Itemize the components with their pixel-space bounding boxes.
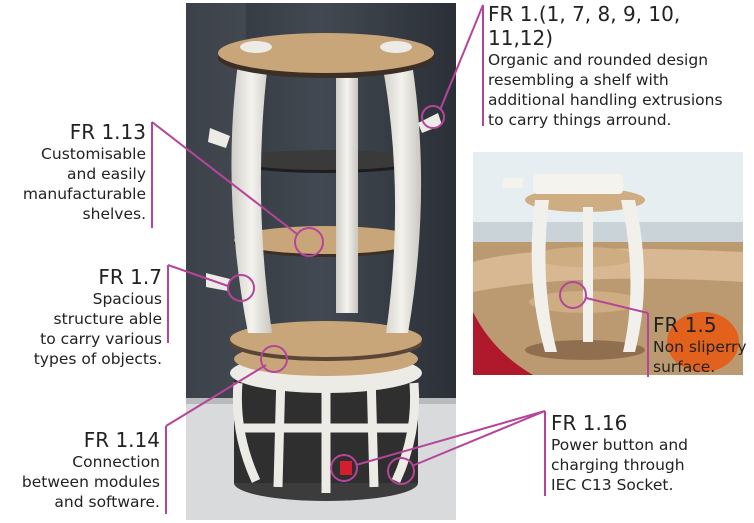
label-code: FR 1.13 [69, 120, 146, 144]
label-code: FR 1.(1, 7, 8, 9, 10, 11,12) [488, 2, 681, 50]
label-fr-1-7: FR 1.7 Spacious structure able to carry … [20, 265, 162, 369]
label-fr-1-1: FR 1.(1, 7, 8, 9, 10, 11,12) Organic and… [488, 2, 750, 130]
callout-fr-1-16 [330, 410, 546, 496]
label-description: Customisable and easily manufacturable s… [22, 145, 146, 223]
callout-fr-1-13 [151, 121, 324, 257]
label-code: FR 1.14 [83, 428, 160, 452]
inset-shelf-illustration [473, 152, 743, 375]
label-description: Organic and rounded design resembling a … [488, 51, 723, 129]
label-fr-1-14: FR 1.14 Connection between modules and s… [20, 428, 160, 512]
label-description: Non sliperry surface. [653, 338, 747, 376]
label-description: Connection between modules and software. [21, 453, 160, 511]
label-code: FR 1.7 [98, 265, 162, 289]
label-fr-1-16: FR 1.16 Power button and charging throug… [551, 411, 741, 495]
label-description: Spacious structure able to carry various… [33, 290, 162, 368]
callout-fr-1-1 [421, 4, 484, 129]
main-photo [186, 3, 456, 520]
label-description: Power button and charging through IEC C1… [551, 436, 689, 494]
callout-fr-1-7 [167, 264, 255, 343]
callout-fr-1-14 [165, 345, 288, 514]
label-code: FR 1.5 [653, 313, 717, 337]
inset-photo [473, 152, 743, 375]
label-fr-1-13: FR 1.13 Customisable and easily manufact… [20, 120, 146, 224]
callout-fr-1-5 [559, 281, 649, 377]
label-code: FR 1.16 [551, 411, 628, 435]
robot-shelf-illustration [186, 3, 456, 520]
label-fr-1-5: FR 1.5 Non sliperry surface. [653, 313, 751, 377]
